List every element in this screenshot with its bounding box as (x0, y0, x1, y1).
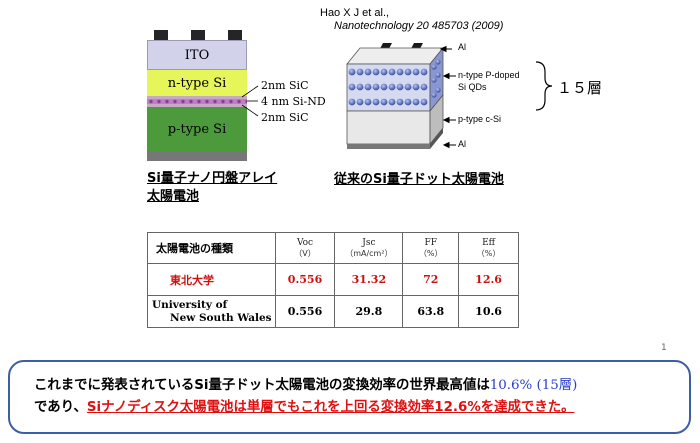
label-sic-top: 2nm SiC (261, 79, 309, 92)
p-type-front-face (346, 110, 431, 145)
label-sic-bottom: 2nm SiC (261, 111, 309, 124)
page-number: 1 (661, 343, 667, 353)
right-caption: 従来のSi量子ドット太陽電池 (334, 172, 504, 187)
left-caption-line2: 太陽電池 (147, 189, 200, 204)
label-si-nd: 4 nm Si-ND (261, 95, 326, 108)
label-al-bottom: Al (458, 139, 467, 149)
label-p-type-csi: p-type c-Si (458, 114, 502, 124)
row-label-unsw-line1: University of (152, 298, 228, 311)
n-type-layer: n-type Si (147, 70, 247, 96)
summary-line2-highlight: Siナノディスク太陽電池は単層でもこれを上回る変換効率12.6%を達成できた。 (86, 400, 575, 415)
cell-eff: 12.6 (458, 263, 519, 296)
table-row: 東北大学 0.556 31.32 72 12.6 (147, 263, 519, 296)
row-label-unsw: University of New South Wales (147, 295, 276, 328)
block-top-face (346, 47, 444, 65)
summary-box: これまでに発表されているSi量子ドット太陽電池の変換効率の世界最高値は10.6%… (8, 360, 691, 434)
cell-voc: 0.556 (274, 295, 336, 328)
top-contact-finger (154, 30, 168, 41)
p-type-layer: p-type Si (147, 107, 247, 152)
citation-journal: Nanotechnology 20 485703 (2009) (334, 20, 504, 32)
header-eff: Eff（%） (458, 232, 519, 264)
cell-voc: 0.556 (274, 263, 336, 296)
back-contact-layer (147, 152, 247, 161)
header-type: 太陽電池の種類 (147, 232, 276, 264)
p-type-label: p-type Si (167, 122, 227, 137)
label-n-type-qds: n-type P-doped Si QDs (458, 69, 520, 93)
ito-label: ITO (184, 47, 210, 63)
summary-line1-main: これまでに発表されているSi量子ドット太陽電池の変換効率の世界最高値は (34, 378, 490, 393)
sic-top-layer (147, 96, 247, 99)
ito-layer: ITO (147, 40, 247, 70)
citation-authors: Hao X J et al., (320, 7, 390, 19)
label-arrows (439, 45, 456, 149)
si-nd-layer (147, 99, 247, 104)
cell-ff: 72 (402, 263, 460, 296)
al-back-side-face (430, 128, 443, 149)
cell-jsc: 31.32 (334, 263, 404, 296)
cell-ff: 63.8 (402, 295, 460, 328)
summary-line1: これまでに発表されているSi量子ドット太陽電池の変換効率の世界最高値は10.6%… (34, 375, 689, 397)
left-caption-line1: Si量子ナノ円盤アレイ (147, 171, 278, 186)
al-back-front-face (347, 144, 430, 149)
summary-line1-value: 10.6% (15層) (489, 378, 578, 393)
summary-line2: であり、Siナノディスク太陽電池は単層でもこれを上回る変換効率12.6%を達成で… (34, 397, 689, 419)
top-contact-finger (228, 30, 242, 41)
layers-count: １５層 (557, 79, 603, 97)
row-label-unsw-line2: New South Wales (170, 311, 272, 324)
n-type-label: n-type Si (167, 75, 227, 91)
table-row: University of New South Wales 0.556 29.8… (147, 295, 519, 328)
label-n-type-line1: n-type P-doped (458, 70, 520, 80)
qd-dots (348, 59, 441, 106)
header-jsc: Jsc（mA/cm²） (334, 232, 404, 264)
sic-bottom-layer (147, 104, 247, 107)
efficiency-table: 太陽電池の種類 Voc（V） Jsc（mA/cm²） FF（%） Eff（%） … (147, 232, 519, 328)
summary-line2-prefix: であり、 (34, 400, 87, 415)
cell-eff: 10.6 (458, 295, 519, 328)
header-ff: FF（%） (402, 232, 460, 264)
top-contact-finger (191, 30, 205, 41)
header-voc: Voc（V） (274, 232, 336, 264)
label-n-type-line2: Si QDs (458, 82, 487, 92)
cell-jsc: 29.8 (334, 295, 404, 328)
table-header-row: 太陽電池の種類 Voc（V） Jsc（mA/cm²） FF（%） Eff（%） (147, 232, 519, 264)
citation: Hao X J et al., Nanotechnology 20 485703… (320, 7, 503, 33)
layer-brace (535, 61, 553, 111)
row-label-tohoku: 東北大学 (147, 263, 276, 296)
label-al-top: Al (458, 42, 467, 52)
